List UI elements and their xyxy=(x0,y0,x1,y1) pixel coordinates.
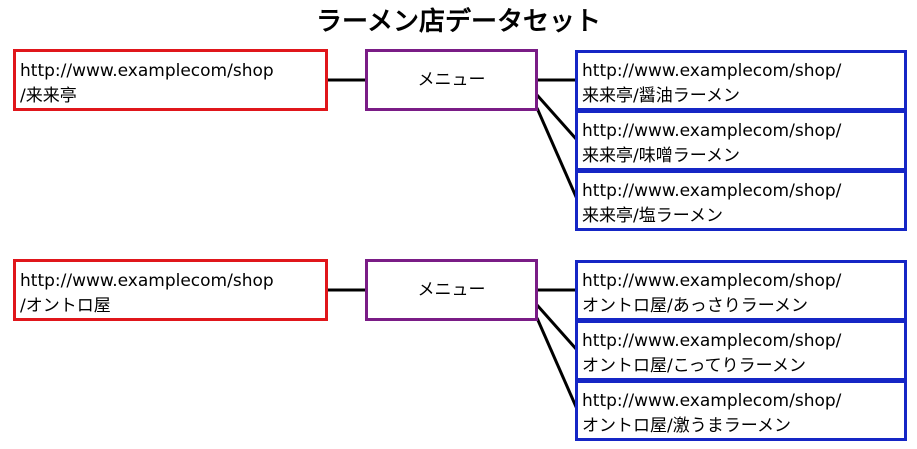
shop-url-line2: /来来亭 xyxy=(20,86,77,106)
connector-menu-to-item xyxy=(535,107,579,200)
shop-node-ontoroya: http://www.examplecom/shop /オントロ屋 xyxy=(13,259,328,321)
item-url-line2: 来来亭/塩ラーメン xyxy=(582,206,724,226)
shop-url-line1: http://www.examplecom/shop xyxy=(20,61,274,81)
item-node-assari: http://www.examplecom/shop/ オントロ屋/あっさりラー… xyxy=(575,260,907,321)
item-url-line1: http://www.examplecom/shop/ xyxy=(582,61,842,81)
connector-menu-to-item xyxy=(535,317,579,410)
item-url-line2: 来来亭/味噌ラーメン xyxy=(582,146,741,166)
shop-node-rairaitei: http://www.examplecom/shop /来来亭 xyxy=(13,49,328,111)
item-url-line1: http://www.examplecom/shop/ xyxy=(582,331,842,351)
connector-menu-to-item xyxy=(535,94,579,141)
connector-menu-to-item xyxy=(535,304,579,351)
menu-node-rairaitei: メニュー xyxy=(365,49,538,111)
item-url-line1: http://www.examplecom/shop/ xyxy=(582,391,842,411)
item-node-miso: http://www.examplecom/shop/ 来来亭/味噌ラーメン xyxy=(575,110,907,171)
item-url-line1: http://www.examplecom/shop/ xyxy=(582,121,842,141)
menu-label: メニュー xyxy=(417,279,486,300)
menu-node-ontoroya: メニュー xyxy=(365,259,538,321)
menu-label: メニュー xyxy=(417,69,486,90)
item-url-line2: オントロ屋/あっさりラーメン xyxy=(582,296,809,316)
item-url-line2: 来来亭/醤油ラーメン xyxy=(582,86,741,106)
item-node-gekiuma: http://www.examplecom/shop/ オントロ屋/激うまラーメ… xyxy=(575,380,907,441)
item-url-line1: http://www.examplecom/shop/ xyxy=(582,271,842,291)
item-node-shio: http://www.examplecom/shop/ 来来亭/塩ラーメン xyxy=(575,170,907,231)
item-node-shoyu: http://www.examplecom/shop/ 来来亭/醤油ラーメン xyxy=(575,50,907,111)
shop-url-line1: http://www.examplecom/shop xyxy=(20,271,274,291)
item-node-kotteri: http://www.examplecom/shop/ オントロ屋/こってりラー… xyxy=(575,320,907,381)
diagram-title: ラーメン店データセット xyxy=(316,7,601,37)
item-url-line2: オントロ屋/激うまラーメン xyxy=(582,416,792,436)
item-url-line1: http://www.examplecom/shop/ xyxy=(582,181,842,201)
item-url-line2: オントロ屋/こってりラーメン xyxy=(582,356,807,376)
shop-url-line2: /オントロ屋 xyxy=(20,296,111,316)
